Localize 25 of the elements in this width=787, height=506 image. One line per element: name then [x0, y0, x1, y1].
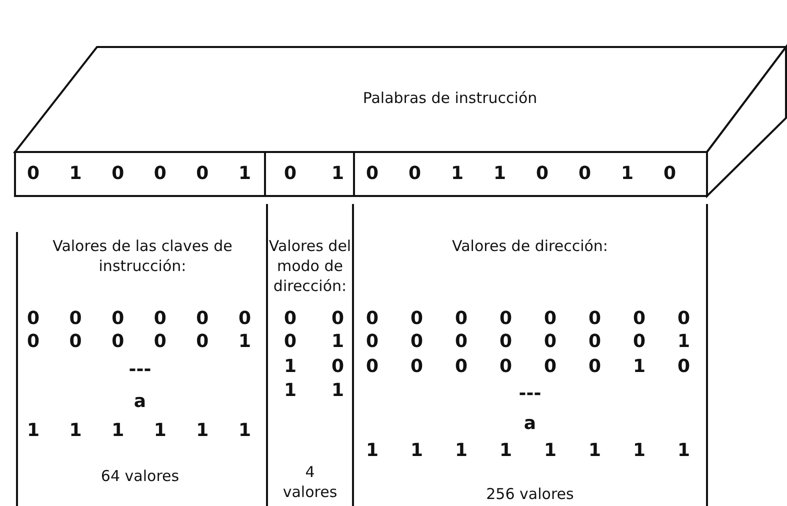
column-heading: Valores del modo de dirección:: [268, 236, 352, 296]
value-count: 64 valores: [100, 466, 180, 486]
column-heading: Valores de dirección:: [451, 236, 609, 256]
bit-row: 0 1 0 0 0 1: [27, 164, 251, 184]
value-row: 1 0: [284, 357, 344, 377]
bit-row: 0 0 1 1 0 0 1 0: [366, 164, 676, 184]
value-row: 0 0 0 0 0 0 0 1: [366, 332, 690, 352]
value-count: 256 valores: [485, 484, 575, 504]
bit-row: 0 1: [284, 164, 344, 184]
value-row: 0 0 0 0 0 0 1 0: [366, 357, 690, 377]
value-row: 0 0 0 0 0 0: [27, 309, 251, 329]
value-row: 0 0: [284, 309, 344, 329]
range-dash: ---: [518, 384, 542, 404]
value-row: 0 0 0 0 0 0 0 0: [366, 309, 690, 329]
column-heading: Valores de las claves de instrucción:: [52, 236, 234, 276]
range-dash: ---: [128, 360, 152, 380]
range-word: a: [522, 414, 538, 434]
value-count: 4 valores: [282, 462, 338, 502]
value-row: 1 1: [284, 381, 344, 401]
value-row: 1 1 1 1 1 1: [27, 421, 251, 441]
slab-title: Palabras de instrucción: [362, 88, 538, 108]
range-word: a: [132, 392, 148, 412]
value-row: 0 0 0 0 0 1: [27, 332, 251, 352]
value-row: 0 1: [284, 332, 344, 352]
value-row: 1 1 1 1 1 1 1 1: [366, 441, 690, 461]
